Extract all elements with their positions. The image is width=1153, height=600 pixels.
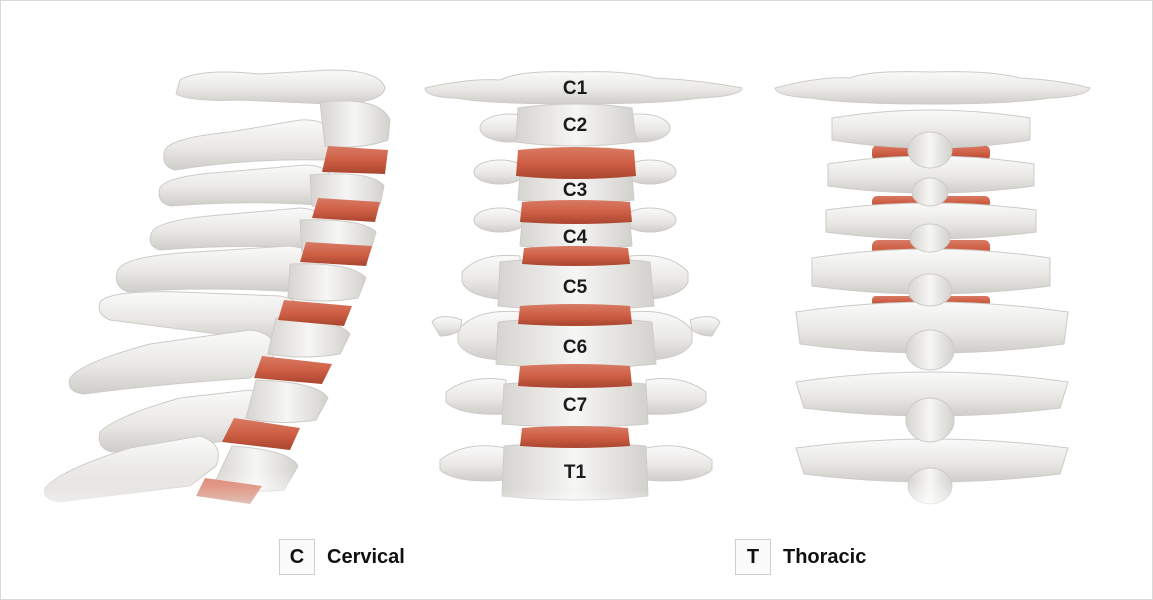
vertebra-label-c7: C7: [563, 395, 587, 416]
vertebra-label-t1: T1: [564, 462, 587, 483]
posterior-view: [770, 72, 1100, 520]
vertebra-label-c4: C4: [563, 227, 588, 248]
legend-label-thoracic: Thoracic: [783, 546, 866, 569]
vertebra-label-c5: C5: [563, 277, 588, 298]
legend-key-cervical: C: [279, 539, 315, 575]
lateral-view: [30, 70, 410, 520]
vertebra-label-c1: C1: [563, 78, 588, 99]
vertebra-label-c3: C3: [563, 180, 587, 201]
legend-label-cervical: Cervical: [327, 546, 405, 569]
legend-thoracic: T Thoracic: [735, 537, 866, 577]
vertebra-label-c6: C6: [563, 337, 587, 358]
vertebra-label-c2: C2: [563, 115, 587, 136]
legend-key-thoracic: T: [735, 539, 771, 575]
legend-cervical: C Cervical: [279, 537, 405, 577]
